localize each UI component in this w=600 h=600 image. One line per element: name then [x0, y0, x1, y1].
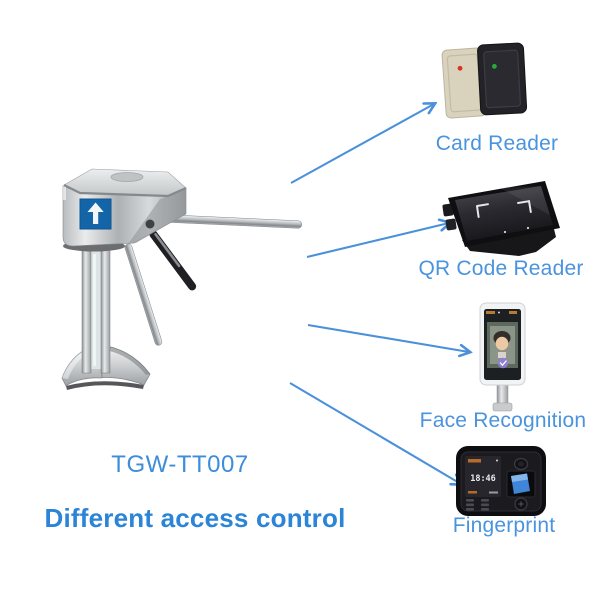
face-photo [493, 331, 511, 358]
up-arrow-icon [87, 202, 104, 224]
turnstile-front-leg [124, 243, 163, 346]
connector-arrows [289, 104, 469, 484]
arrow-to-fingerprint [289, 382, 461, 484]
turnstile-head [62, 168, 187, 247]
fingerprint-label: Fingerprint [452, 514, 556, 537]
arrow-to-qr-code-reader [306, 223, 449, 259]
card-reader-label: Card Reader [435, 132, 559, 155]
model-number: TGW-TT007 [111, 451, 249, 478]
card-reader-image [441, 42, 528, 119]
check-badge-icon [497, 357, 509, 369]
fingerprint-image: 18:46 [456, 446, 546, 516]
mount-pole [496, 383, 509, 406]
arrow-to-face-recognition [307, 323, 469, 352]
device-screen: 18:46 [465, 456, 501, 497]
direction-sign [79, 198, 112, 230]
qr-frame-icon [476, 200, 532, 218]
keypad-icon [466, 499, 489, 511]
turnstile-arm-black [149, 230, 197, 291]
face-recognition-image [479, 302, 526, 412]
turnstile-illustration [61, 168, 302, 390]
fingerprint-sensor-icon [506, 470, 536, 498]
red-led-icon [457, 65, 463, 71]
face-recognition-label: Face Recognition [419, 409, 587, 432]
subtitle-text: Different access control [44, 503, 346, 533]
screen-time: 18:46 [470, 474, 496, 484]
qr-code-reader-label: QR Code Reader [418, 257, 584, 280]
turnstile-hub [145, 219, 155, 229]
turnstile-pedestal [81, 246, 111, 374]
green-led-icon [491, 63, 497, 69]
arrow-to-card-reader [290, 104, 434, 184]
qr-code-reader-image [442, 181, 560, 256]
